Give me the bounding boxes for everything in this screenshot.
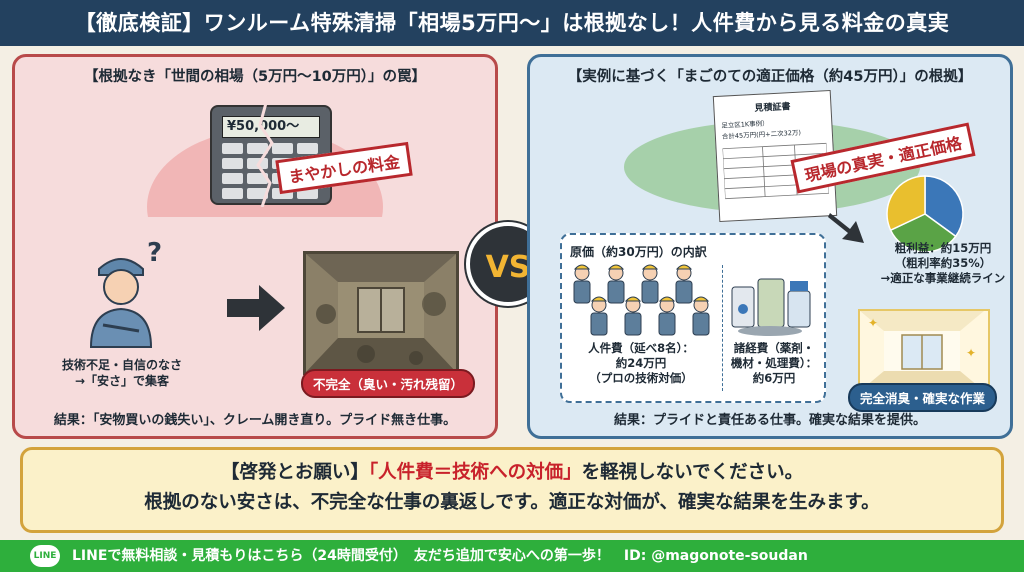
arrow-right-icon (227, 285, 285, 331)
page-title: 【徹底検証】ワンルーム特殊清掃「相場5万円〜」は根拠なし！人件費から見る料金の真… (0, 0, 1024, 46)
profit-line2: （粗利率約35%） (894, 256, 992, 270)
appeal-line2: 根拠のない安さは、不完全な仕事の裏返しです。適正な対価が、確実な結果を生みます。 (144, 492, 880, 513)
clean-room-icon: ✦ ✦ (858, 309, 990, 397)
appeal-prefix: 【啓発とお願い】 (220, 462, 369, 483)
right-result-text: 結果：プライドと責任ある仕事。確実な結果を提供。 (613, 413, 926, 428)
cost-breakdown-box: 原価（約30万円）の内訳 人件費（延べ8名）： 約24万円 （プロの技術対価） (560, 233, 826, 403)
worker-confused-icon: ? (89, 239, 162, 348)
pie-slice-2 (886, 175, 926, 232)
calculator-screen: ¥50,000〜 (222, 116, 320, 138)
pie-slice-0 (924, 175, 964, 238)
arrow-down-right-icon (828, 213, 864, 243)
document-title: 見積証書 (754, 102, 791, 115)
appeal-box: 【啓発とお願い】「人件費＝技術への対価」を軽視しないでください。 根拠のない安さ… (20, 447, 1004, 533)
svg-text:✦: ✦ (966, 346, 976, 360)
incomplete-result-badge: 不完全（臭い・汚れ残留） (301, 369, 476, 398)
appeal-highlight: 「人件費＝技術への対価」 (368, 462, 582, 483)
dirty-room-icon (303, 251, 459, 375)
line-app-icon[interactable]: LINE (30, 545, 60, 567)
labor-line3: （プロの技術対価） (589, 371, 693, 385)
left-result-text: 結果：「安物買いの銭失い」、クレーム開き直り。プライド無き仕事。 (53, 413, 457, 428)
left-panel-cheap-market: 【根拠なき「世間の相場（5万円〜10万円）」の罠】 ¥50,000〜 まやかしの… (12, 54, 498, 439)
left-panel-title: 【根拠なき「世間の相場（5万円〜10万円）」の罠】 (83, 69, 426, 85)
expense-line3: 約6万円 (752, 371, 796, 385)
expense-line2: 機材・処理費）： (730, 356, 818, 370)
labor-line2: 約24万円 (615, 356, 667, 370)
footer-text[interactable]: LINEで無料相談・見積もりはこちら（24時間受付） 友だち追加で安心への第一歩… (72, 548, 808, 564)
worker-caption-line2: →「安さ」で集客 (74, 374, 170, 388)
profit-line1: 粗利益：約15万円 (894, 241, 992, 255)
right-panel-fair-price: 【実例に基づく「まごのての適正価格（約45万円）」の根拠】 見積証書 足立区1K… (527, 54, 1013, 439)
profit-line3: →適正な事業継続ライン (880, 271, 1006, 285)
crack-icon (256, 103, 274, 207)
labor-line1: 人件費（延べ8名）： (588, 341, 694, 355)
right-panel-title: 【実例に基づく「まごのての適正価格（約45万円）」の根拠】 (567, 69, 973, 85)
appeal-suffix: を軽視しないでください。 (581, 462, 804, 483)
breakdown-title: 原価（約30万円）の内訳 (570, 245, 707, 259)
svg-text:✦: ✦ (868, 316, 878, 330)
expense-line1: 諸経費（薬剤・ (733, 341, 815, 355)
line-contact-footer[interactable]: LINE LINEで無料相談・見積もりはこちら（24時間受付） 友だち追加で安心… (0, 540, 1024, 572)
chemicals-equipment-icon (731, 278, 811, 336)
complete-result-badge: 完全消臭・確実な作業 (848, 383, 998, 412)
workers-group-icon (573, 264, 710, 336)
cost-pie-chart (886, 175, 964, 253)
pie-slice-1 (889, 213, 957, 253)
svg-text:?: ? (147, 239, 162, 268)
worker-caption-line1: 技術不足・自信のなさ (61, 358, 182, 372)
